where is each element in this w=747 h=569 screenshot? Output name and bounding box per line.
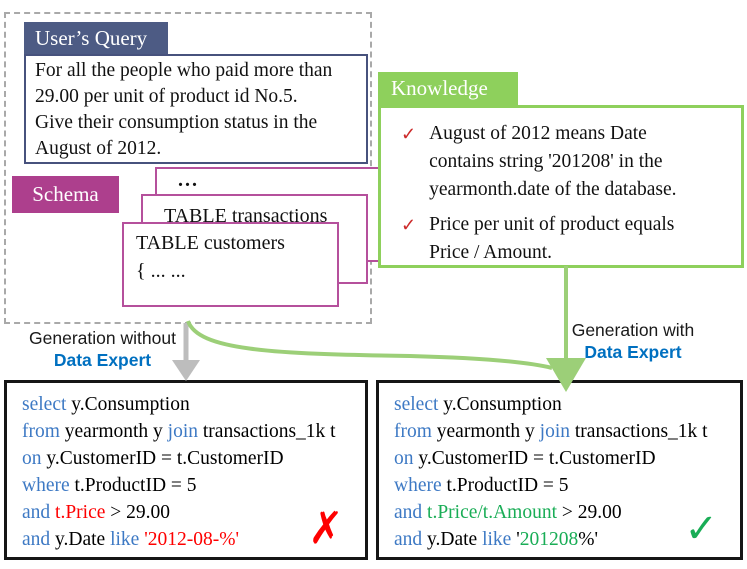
- sql-line: select y.Consumption: [394, 391, 740, 418]
- knowledge-title: Knowledge: [391, 76, 488, 100]
- sql-token: select: [22, 394, 67, 415]
- sql-token: join: [539, 421, 571, 442]
- sql-token: and: [394, 529, 423, 550]
- sql-token: like: [482, 529, 512, 550]
- sql-token: where: [394, 475, 442, 496]
- sql-token: > 29.00: [105, 502, 171, 523]
- sql-token: t.Price: [50, 502, 106, 523]
- sql-token: from: [394, 421, 432, 442]
- green-curve-arrow: [186, 320, 553, 370]
- sql-token: yearmonth y: [59, 421, 168, 442]
- check-icon: ✓: [401, 124, 417, 144]
- sql-line: on y.CustomerID = t.CustomerID: [394, 445, 740, 472]
- sql-token: where: [22, 475, 70, 496]
- sql-token: yearmonth y: [431, 421, 540, 442]
- sql-token: y.Consumption: [66, 394, 190, 415]
- schema-title: Schema: [32, 182, 99, 206]
- sql-token: '2012-08-%': [139, 529, 239, 550]
- sql-token: y.CustomerID = t.CustomerID: [413, 448, 656, 469]
- sql-token: 201208: [519, 529, 579, 550]
- check-icon: ✓: [401, 215, 417, 235]
- sql-token: y.Date: [422, 529, 483, 550]
- sql-line: select y.Consumption: [22, 391, 365, 418]
- sql-token: join: [167, 421, 199, 442]
- sql-line: where t.ProductID = 5: [22, 472, 365, 499]
- sql-line: where t.ProductID = 5: [394, 472, 740, 499]
- users-query-header: User’s Query: [24, 22, 168, 54]
- sql-line: on y.CustomerID = t.CustomerID: [22, 445, 365, 472]
- label-generation-with: Generation with: [571, 320, 695, 340]
- schema-card-front: TABLE customers{ ... ...: [122, 222, 339, 307]
- sql-token: like: [110, 529, 140, 550]
- label-generation-without: Generation without: [29, 328, 176, 348]
- schema-header: Schema: [12, 176, 119, 213]
- sql-token: and: [22, 529, 51, 550]
- success-check-icon: ✓: [684, 506, 718, 551]
- users-query-title: User’s Query: [35, 26, 148, 50]
- sql-token: from: [22, 421, 60, 442]
- sql-line: and y.Date like '2012-08-%': [22, 526, 365, 553]
- sql-token: transactions_1k t: [198, 421, 336, 442]
- knowledge-header: Knowledge: [378, 72, 518, 105]
- sql-line: and t.Price > 29.00: [22, 499, 365, 526]
- sql-token: y.Consumption: [438, 394, 562, 415]
- schema-card-back-text: ...: [178, 169, 199, 191]
- sql-token: and: [22, 502, 51, 523]
- sql-token: t.ProductID = 5: [69, 475, 197, 496]
- sql-token: select: [394, 394, 439, 415]
- sql-token: on: [394, 448, 414, 469]
- sql-token: y.Date: [50, 529, 111, 550]
- sql-token: on: [22, 448, 42, 469]
- sql-line: from yearmonth y join transactions_1k t: [22, 418, 365, 445]
- label-data-expert-left: Data Expert: [53, 350, 152, 370]
- sql-line: from yearmonth y join transactions_1k t: [394, 418, 740, 445]
- error-cross-icon: ✗: [308, 501, 345, 556]
- sql-token: and: [394, 502, 423, 523]
- sql-token: > 29.00: [557, 502, 622, 523]
- sql-token: t.Price/t.Amount: [422, 502, 558, 523]
- schema-card-middle-text: TABLE transactions: [164, 205, 328, 227]
- sql-token: ': [511, 529, 520, 550]
- label-data-expert-right: Data Expert: [584, 342, 682, 362]
- sql-token: transactions_1k t: [570, 421, 708, 442]
- sql-line: and t.Price/t.Amount > 29.00: [394, 499, 740, 526]
- sql-line: and y.Date like '201208%': [394, 526, 740, 553]
- sql-token: y.CustomerID = t.CustomerID: [41, 448, 284, 469]
- schema-card-front-text: TABLE customers{ ... ...: [136, 232, 285, 282]
- sql-token: t.ProductID = 5: [441, 475, 569, 496]
- sql-token: %': [578, 529, 598, 550]
